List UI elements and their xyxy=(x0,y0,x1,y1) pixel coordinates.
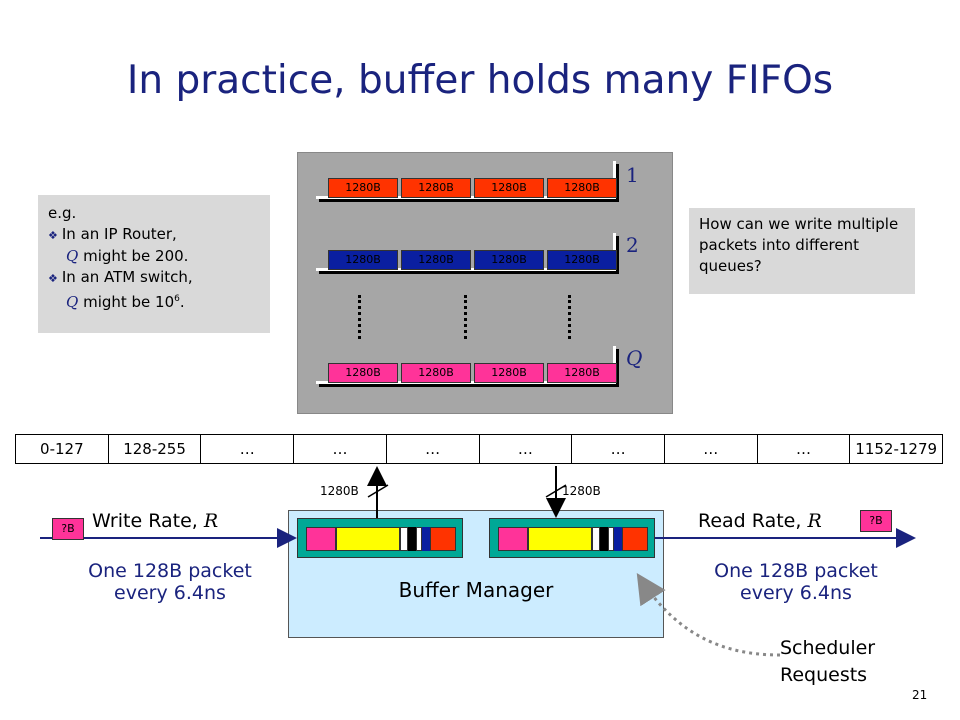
buffer-manager-label: Buffer Manager xyxy=(398,578,554,602)
read-packet-buffer xyxy=(489,518,655,558)
address-cell: 128-255 xyxy=(109,435,202,463)
address-cell: … xyxy=(758,435,851,463)
bus-width-right: 1280B xyxy=(562,484,601,498)
write-bus-tick xyxy=(367,484,389,498)
address-cell: … xyxy=(387,435,480,463)
queue-2: 1280B 1280B 1280B 1280B xyxy=(328,250,620,270)
queue-1-cell: 1280B xyxy=(328,178,398,198)
write-packet-rate: One 128B packet every 6.4ns xyxy=(88,560,252,604)
example-item-ip-router: ❖In an IP Router, Q might be 200. xyxy=(48,225,189,265)
address-cell: 1152-1279 xyxy=(855,440,938,458)
queue-2-cell: 1280B xyxy=(401,250,471,270)
question-note: How can we write multiple packets into d… xyxy=(689,208,915,294)
read-bus-tick xyxy=(545,484,567,498)
slide-title: In practice, buffer holds many FIFOs xyxy=(126,58,834,103)
diamond-bullet-icon: ❖ xyxy=(48,229,58,242)
address-cell: 0-127 xyxy=(16,435,109,463)
read-packet-rate: One 128B packet every 6.4ns xyxy=(714,560,878,604)
address-cell: … xyxy=(201,435,295,463)
ellipsis-dots xyxy=(464,295,467,339)
ellipsis-dots xyxy=(358,295,361,339)
queue-q-cell: 1280B xyxy=(401,363,471,383)
queue-q-cell: 1280B xyxy=(547,363,617,383)
queue-1-label: 1 xyxy=(626,163,639,187)
queue-2-cell: 1280B xyxy=(328,250,398,270)
queue-1-cell: 1280B xyxy=(401,178,471,198)
address-cell: … xyxy=(480,435,573,463)
scheduler-requests-label: Scheduler Requests xyxy=(780,637,876,686)
write-packet-badge: ?B xyxy=(52,518,84,540)
queue-q-label: Q xyxy=(626,346,643,370)
ellipsis-dots xyxy=(568,295,571,339)
example-item-atm-switch: ❖In an ATM switch, Q might be 106. xyxy=(48,268,193,311)
queue-1: 1280B 1280B 1280B 1280B xyxy=(328,178,620,198)
queue-q-cell: 1280B xyxy=(474,363,544,383)
bus-width-left: 1280B xyxy=(320,484,359,498)
fifo-panel: 1280B 1280B 1280B 1280B 1 1280B 1280B 12… xyxy=(297,152,673,414)
address-cell: … xyxy=(665,435,758,463)
scheduler-request-arrow xyxy=(636,572,781,657)
example-heading: e.g. xyxy=(48,204,77,222)
queue-2-cell: 1280B xyxy=(547,250,617,270)
read-packet-badge: ?B xyxy=(860,510,892,532)
queue-1-cell: 1280B xyxy=(474,178,544,198)
queue-q-cell: 1280B xyxy=(328,363,398,383)
read-rate-label: Read Rate, R xyxy=(698,510,822,532)
queue-1-cell: 1280B xyxy=(547,178,617,198)
address-cell: … xyxy=(572,435,665,463)
queue-q: 1280B 1280B 1280B 1280B xyxy=(328,363,620,383)
write-rate-label: Write Rate, R xyxy=(92,510,219,532)
write-packet-buffer xyxy=(297,518,463,558)
address-cell: … xyxy=(294,435,387,463)
queue-2-label: 2 xyxy=(626,233,639,257)
page-number: 21 xyxy=(912,688,928,702)
queue-2-cell: 1280B xyxy=(474,250,544,270)
diamond-bullet-icon: ❖ xyxy=(48,272,58,285)
address-range-bar: 0-127 128-255 … … … … … … … 1152-1279 xyxy=(15,434,943,464)
example-note: e.g. ❖In an IP Router, Q might be 200. ❖… xyxy=(38,195,270,333)
